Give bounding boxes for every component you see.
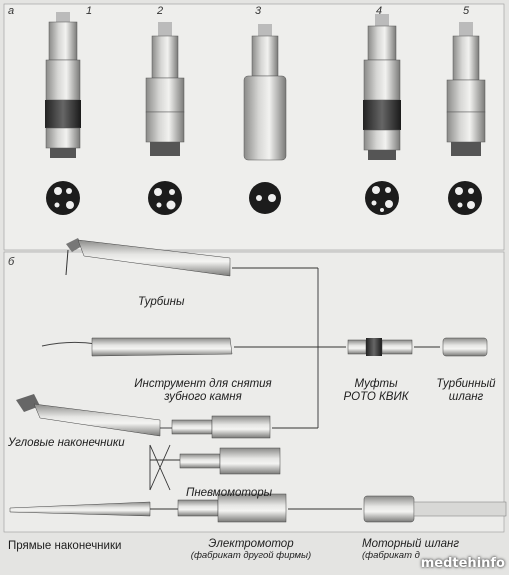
coupling-number-4: 4 bbox=[376, 5, 383, 17]
label-couplings: Муфты РОТО КВИК bbox=[338, 378, 414, 404]
coupling-number-5: 5 bbox=[463, 5, 470, 17]
label-contra-angles: Угловые наконечники bbox=[8, 437, 125, 449]
label-turbine-hose-line2: шланг bbox=[448, 391, 484, 403]
hole-pattern-2 bbox=[148, 181, 182, 215]
contra-angle-handpiece bbox=[16, 394, 161, 437]
panel-a-letter: а bbox=[8, 5, 15, 17]
label-couplings-line1: Муфты bbox=[354, 378, 398, 390]
straight-handpiece bbox=[9, 501, 151, 517]
hole-pattern-5 bbox=[448, 181, 482, 215]
label-turbine-hose-line1: Турбинный bbox=[436, 378, 496, 390]
coupling-4 bbox=[363, 14, 401, 160]
label-turbines: Турбины bbox=[138, 296, 185, 308]
coupling-number-3: 3 bbox=[255, 5, 262, 17]
turbine-handpiece bbox=[65, 238, 231, 277]
hole-pattern-3 bbox=[249, 182, 281, 214]
label-turbine-hose: Турбинный шланг bbox=[432, 378, 500, 404]
label-electromotor: Электромотор (фабрикат другой фирмы) bbox=[176, 538, 326, 561]
connector-lines bbox=[149, 267, 440, 510]
label-electromotor-title: Электромотор bbox=[208, 538, 294, 550]
label-air-motors: Пневмомоторы bbox=[186, 487, 273, 499]
label-couplings-line2: РОТО КВИК bbox=[343, 391, 409, 403]
label-scaler-line1: Инструмент для снятия bbox=[134, 378, 272, 390]
label-straight-handpieces: Прямые наконечники bbox=[8, 540, 122, 552]
label-motor-hose-title: Моторный шланг bbox=[362, 538, 460, 550]
label-scaler-line2: зубного камня bbox=[164, 391, 242, 403]
panel-b-letter: б bbox=[8, 256, 15, 268]
label-scaler: Инструмент для снятия зубного камня bbox=[128, 378, 278, 404]
label-motor-hose: Моторный шланг (фабрикат д bbox=[362, 538, 459, 561]
label-electromotor-note: (фабрикат другой фирмы) bbox=[190, 550, 312, 561]
coupling-number-2: 2 bbox=[157, 5, 164, 17]
air-motor-1 bbox=[171, 415, 271, 439]
motor-hose bbox=[363, 495, 507, 523]
coupling-1 bbox=[45, 12, 81, 158]
coupling-2 bbox=[145, 22, 185, 156]
hole-pattern-1 bbox=[46, 181, 80, 215]
electromotor bbox=[177, 493, 287, 523]
label-motor-hose-note: (фабрикат д bbox=[362, 550, 420, 561]
roto-quick-coupling bbox=[347, 338, 413, 356]
watermark: medtehinfo bbox=[420, 556, 505, 571]
coupling-number-1: 1 bbox=[86, 5, 93, 17]
coupling-5 bbox=[446, 22, 486, 156]
scaler-instrument bbox=[41, 337, 233, 357]
coupling-3 bbox=[243, 24, 287, 161]
turbine-hose bbox=[442, 337, 488, 357]
air-motor-2 bbox=[179, 447, 281, 475]
hole-pattern-4 bbox=[365, 181, 399, 215]
